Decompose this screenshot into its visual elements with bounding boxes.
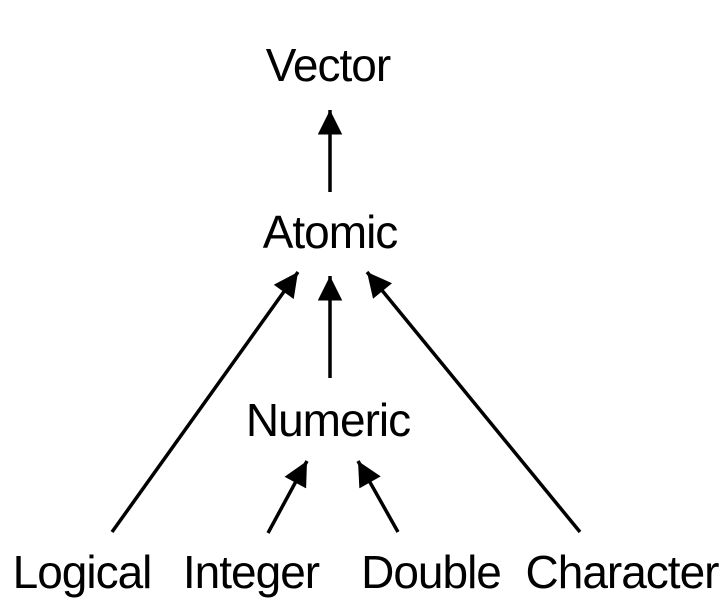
arrow-double-to-numeric <box>356 460 400 533</box>
node-character: Character <box>525 546 720 598</box>
node-vector: Vector <box>265 39 391 91</box>
node-logical: Logical <box>12 546 153 598</box>
arrow-integer-to-numeric <box>266 460 309 534</box>
node-double: Double <box>361 546 502 598</box>
node-integer: Integer <box>182 546 320 598</box>
node-numeric: Numeric <box>245 394 411 446</box>
arrow-character-to-atomic <box>365 270 582 534</box>
arrow-logical-to-atomic <box>110 270 300 534</box>
node-atomic: Atomic <box>262 206 399 258</box>
